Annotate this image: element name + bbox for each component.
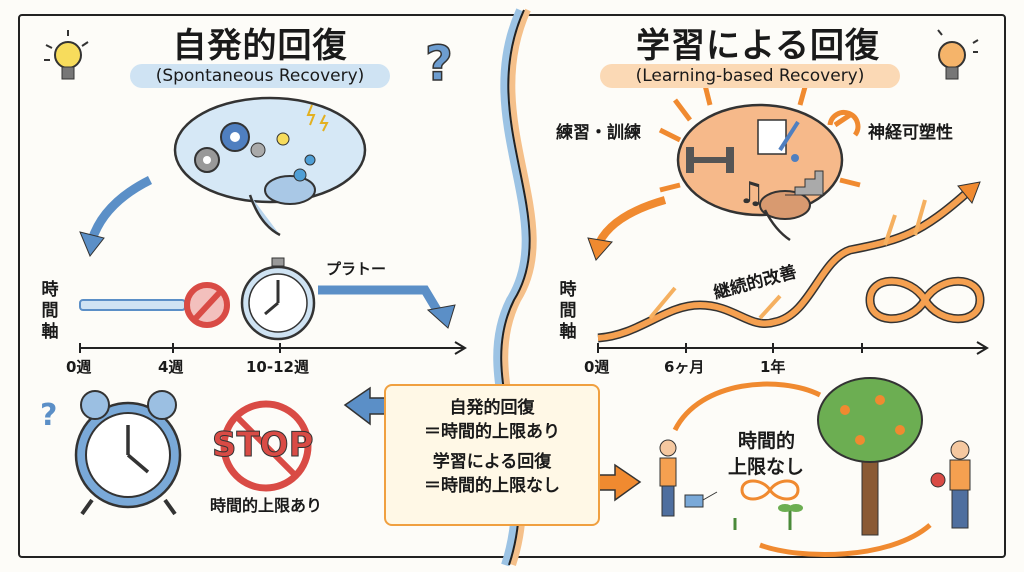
curved-arrow-left [87,175,153,242]
alarm-clock-icon [74,390,182,516]
stairs-icon [785,170,824,196]
stop-sign-text: STOP [212,425,315,466]
cycle-arrow-top [672,381,822,432]
left-limit-label: 時間的上限あり [210,496,323,515]
question-mark-icon-small: ? [40,398,57,433]
orange-brain-icon: ♫ [676,103,844,242]
right-axis-label: 時間軸 [559,280,577,342]
no-limit-line-1: 時間的 [738,430,796,452]
left-tick-0: 0週 [66,358,92,376]
practice-label: 練習・訓練 [556,123,641,143]
summary-line-4: ＝時間的上限なし [424,476,560,496]
prohibited-icon [184,282,230,328]
summary-line-3: 学習による回復 [432,452,552,472]
right-title: 学習による回復 [636,26,880,66]
lightbulb-icon-orange [937,29,979,80]
infinity-icon-small [740,479,800,501]
left-title: 自発的回復 [172,26,348,66]
stop-sign-icon [220,400,312,492]
plasticity-label: 神経可塑性 [868,123,953,143]
tree-icon [817,377,923,536]
gardener-person-icon [659,439,718,517]
left-tick-2: 10-12週 [246,358,309,376]
flat-progress-bar [79,299,186,311]
radiating-arrows [658,84,861,193]
right-subtitle: (Learning-based Recovery) [600,64,900,88]
right-tick-1: 6ヶ月 [664,358,705,376]
stopwatch-icon [240,257,316,341]
music-note-icon: ♫ [738,176,765,211]
summary-line-2: ＝時間的上限あり [424,422,560,442]
plateau-arrow [318,285,444,318]
blue-brain-icon [173,96,367,237]
infinity-icon-large [865,276,985,324]
pen-icon [778,120,800,152]
plateau-label: プラトー [326,260,387,278]
right-tick-0: 0週 [584,358,610,376]
left-axis-label: 時間軸 [41,280,59,342]
right-tick-2: 1年 [760,358,786,376]
no-limit-line-2: 上限なし [728,456,805,478]
left-tick-1: 4週 [158,358,184,376]
summary-box: 自発的回復 ＝時間的上限あり 学習による回復 ＝時間的上限なし [384,384,600,526]
cycle-arrow-bottom [759,523,932,557]
harvester-person-icon [930,440,971,529]
left-subtitle: (Spontaneous Recovery) [130,64,390,88]
arrow-right-icon [595,463,642,502]
question-mark-icon: ? [425,36,453,92]
seedling-icon [733,504,803,530]
left-time-axis [79,341,467,355]
watering-can-icon [684,491,718,508]
right-time-axis [597,341,989,355]
lightbulb-icon [44,30,89,80]
summary-line-1: 自発的回復 [449,398,535,418]
dumbbell-icon [686,147,734,173]
